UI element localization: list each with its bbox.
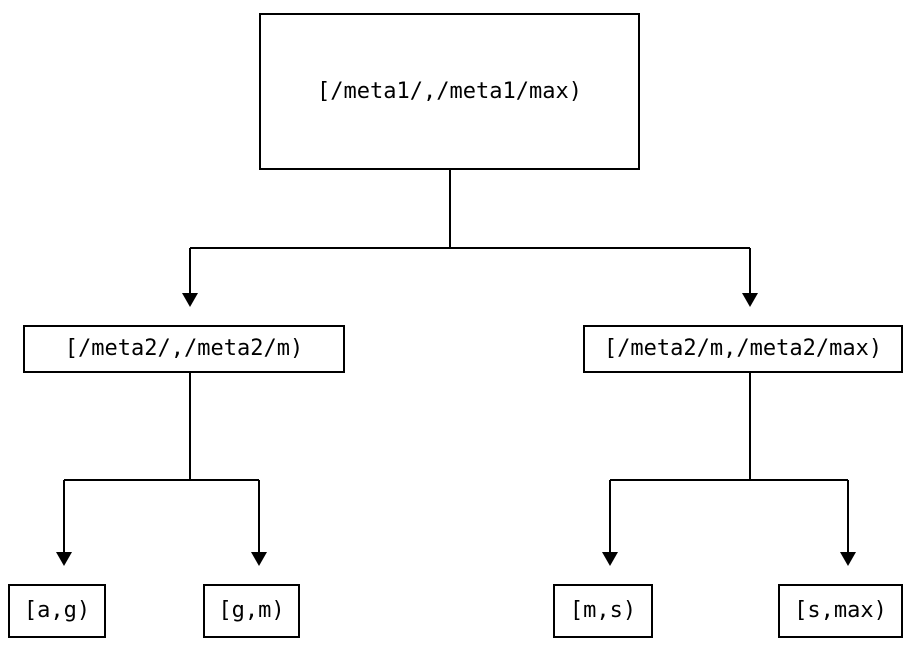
arrowhead-to-leaf-gm [251, 552, 267, 566]
node-root-interval: [/meta1/,/meta1/max) [259, 13, 640, 170]
arrowhead-to-leaf-smax [840, 552, 856, 566]
edge-right-to-children [609, 373, 849, 552]
edge-root-to-children [189, 170, 751, 293]
edge-left-to-children [63, 373, 260, 552]
node-leaf-smax-interval: [s,max) [778, 584, 903, 638]
node-leaf-ag-interval: [a,g) [8, 584, 106, 638]
arrowhead-to-meta2-left [182, 293, 198, 307]
arrowhead-to-meta2-right [742, 293, 758, 307]
node-leaf-ms-interval: [m,s) [553, 584, 653, 638]
node-meta2-right-interval: [/meta2/m,/meta2/max) [583, 325, 903, 373]
arrowhead-to-leaf-ms [602, 552, 618, 566]
node-meta2-left-interval: [/meta2/,/meta2/m) [23, 325, 345, 373]
node-leaf-gm-interval: [g,m) [203, 584, 300, 638]
arrowhead-to-leaf-ag [56, 552, 72, 566]
